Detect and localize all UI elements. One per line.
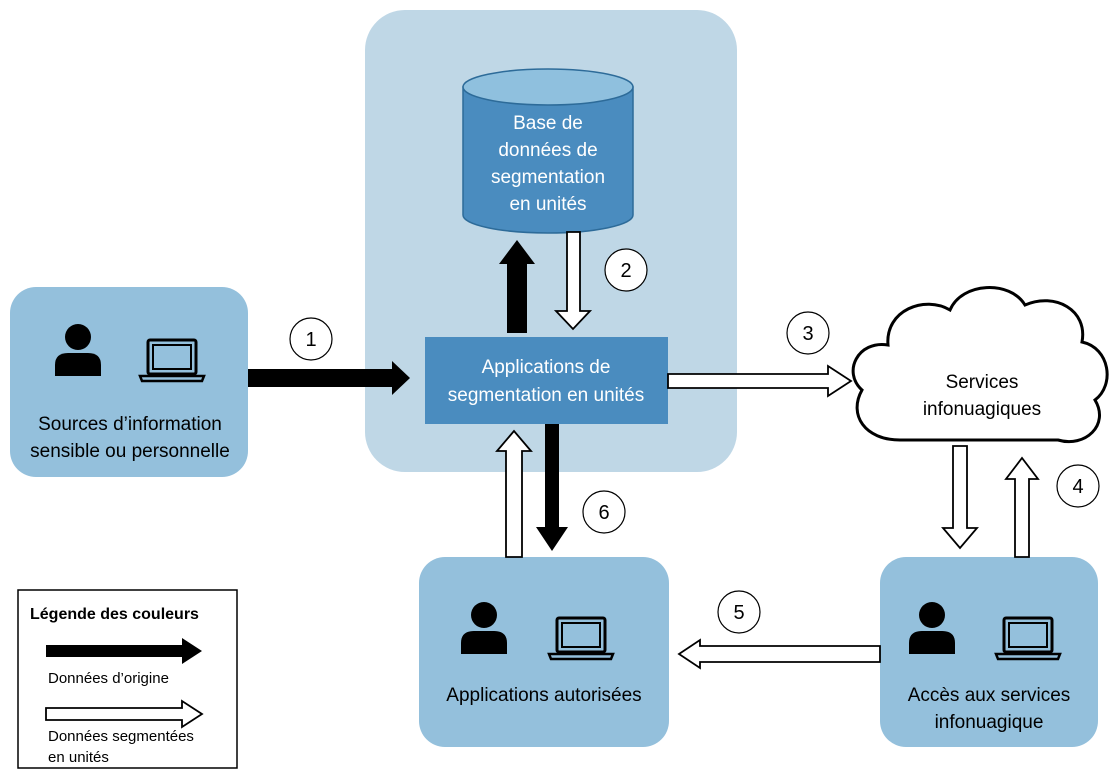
authorized-apps-label: Applications autorisées [446,685,641,706]
legend-original-arrow [46,638,202,664]
legend-original-label: Données d’origine [48,670,169,687]
cloud-node: Services infonuagiques [851,286,1109,443]
core-app-label-line-2: segmentation en unités [448,385,644,406]
legend-tokenized-arrow [45,699,204,729]
legend-tokenized-label-line-2: en unités [48,749,109,766]
arrow-tokenized-6-up [495,429,533,558]
svg-text:3: 3 [802,323,813,345]
sources-label-line-2: sensible ou personnelle [30,441,230,462]
step-number-5: 5 [717,590,761,634]
svg-text:4: 4 [1072,476,1083,498]
cloud-label-line-1: Services [946,372,1019,393]
authorized-apps-node: Applications autorisées [419,557,669,747]
cloud-access-node: Accès aux services infonuagique [880,557,1098,747]
database-label-line-2: données de [498,140,597,161]
color-legend: Légende des couleurs Données d’origine D… [17,589,238,769]
cloud-access-label-line-1: Accès aux services [908,685,1071,706]
arrow-tokenized-4-up [1004,456,1040,558]
database-label-line-4: en unités [509,194,586,215]
svg-text:1: 1 [305,329,316,351]
arrow-original-6 [536,424,568,551]
legend-title: Légende des couleurs [30,606,199,623]
sources-label-line-1: Sources d’information [38,414,222,435]
core-app-label-line-1: Applications de [482,357,611,378]
step-number-3: 3 [786,311,830,355]
arrow-original-1 [248,361,410,395]
step-number-1: 1 [289,317,333,361]
arrow-tokenized-2 [553,231,593,331]
step-number-2: 2 [604,248,648,292]
svg-text:5: 5 [733,602,744,624]
database-label-line-3: segmentation [491,167,605,188]
step-number-6: 6 [582,490,626,534]
core-app-node: Applications de segmentation en unités [425,337,668,424]
arrow-tokenized-4-down [941,445,979,550]
arrow-tokenized-5 [677,638,881,670]
database-node: Base de données de segmentation en unité… [462,68,634,234]
svg-text:6: 6 [598,502,609,524]
cloud-label-line-2: infonuagiques [923,399,1041,420]
svg-text:2: 2 [620,260,631,282]
database-label-line-1: Base de [513,113,583,134]
arrow-original-db [499,240,535,333]
arrow-tokenized-3 [667,364,853,398]
cloud-access-label-line-2: infonuagique [935,712,1044,733]
sources-node: Sources d’information sensible ou person… [10,287,248,477]
legend-tokenized-label-line-1: Données segmentées [48,728,194,745]
step-number-4: 4 [1056,464,1100,508]
